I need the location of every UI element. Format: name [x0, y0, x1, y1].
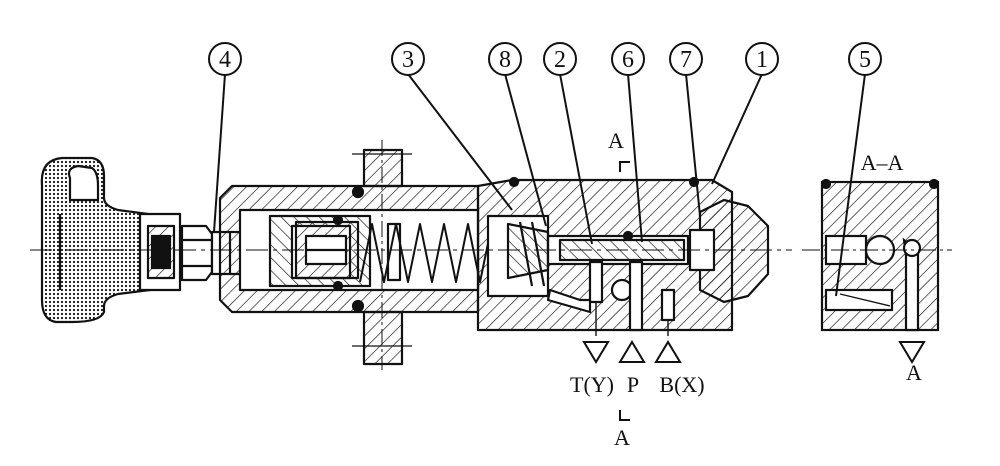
callout-number-4: 4 — [219, 47, 231, 73]
port-p-triangle — [618, 340, 646, 363]
poppet-cone — [506, 222, 550, 280]
section-title: A–A — [861, 150, 904, 175]
callout-number-1: 1 — [756, 47, 768, 73]
callout-number-2: 2 — [554, 47, 566, 73]
callout-number-7: 7 — [680, 47, 692, 73]
callout-balloon-5 — [848, 42, 882, 76]
flange-top — [362, 148, 404, 188]
callout-number-6: 6 — [622, 47, 634, 73]
section-arrow-bottom — [619, 410, 630, 421]
section-marker-top: A — [608, 128, 624, 153]
port-b-label: B(X) — [659, 372, 704, 397]
section-marker-bottom: A — [614, 425, 630, 450]
end-cap — [698, 198, 770, 304]
callout-number-5: 5 — [859, 47, 871, 73]
port-t-label: T(Y) — [570, 372, 614, 397]
port-b-triangle — [654, 340, 682, 363]
callout-balloon-8 — [488, 42, 522, 76]
callout-balloon-6 — [611, 42, 645, 76]
port-a-triangle — [898, 341, 926, 364]
callout-balloon-1 — [745, 42, 779, 76]
callout-balloon-4 — [208, 42, 242, 76]
callout-number-3: 3 — [402, 47, 414, 73]
callout-number-8: 8 — [499, 47, 511, 73]
port-a-label: A — [906, 360, 922, 385]
callout-balloon-2 — [543, 42, 577, 76]
port-t-triangle — [582, 341, 610, 364]
callout-balloon-3 — [391, 42, 425, 76]
callout-balloon-7 — [669, 42, 703, 76]
lock-nut — [180, 224, 214, 282]
section-arrow-top — [619, 161, 630, 172]
port-p-label: P — [627, 372, 639, 397]
flange-bottom — [362, 310, 404, 366]
